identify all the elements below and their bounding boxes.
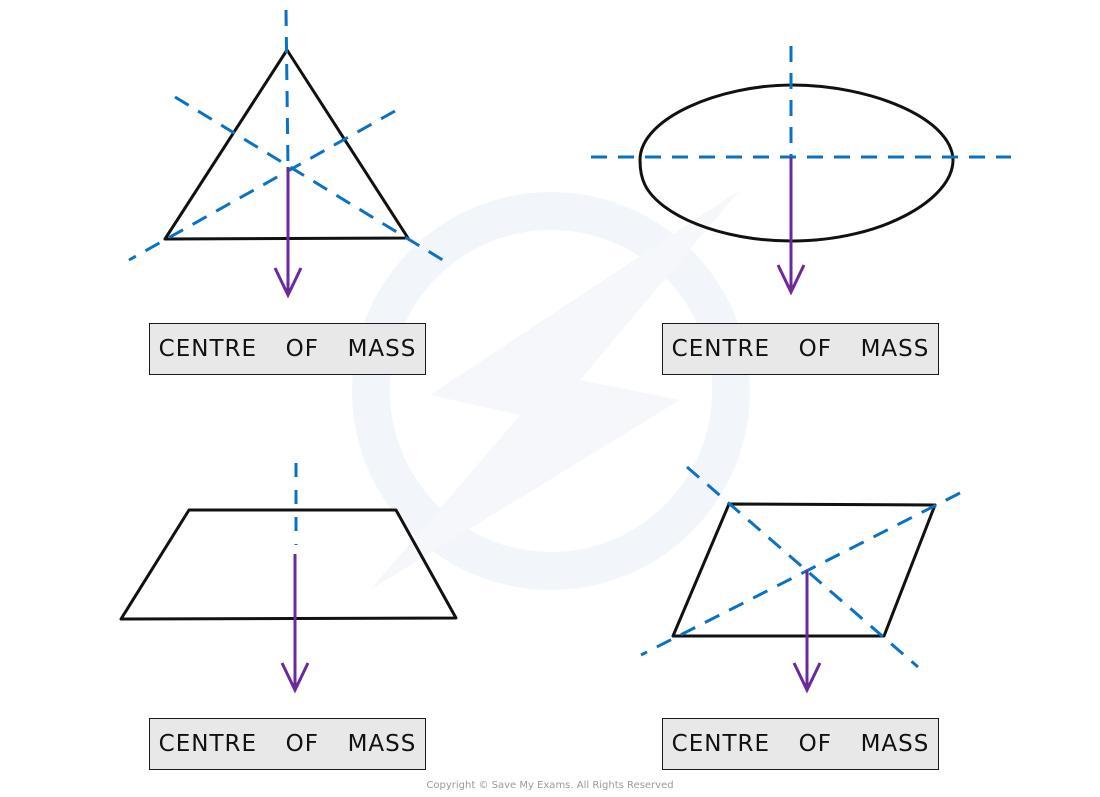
parallelogram-panel [640, 465, 961, 694]
arrow-head-icon [792, 662, 822, 694]
symmetry-line [284, 9, 290, 169]
trapezium-shape [119, 508, 458, 621]
arrow-head-icon [273, 267, 303, 299]
arrow-head-icon [280, 662, 310, 694]
ellipse-panel [591, 46, 1011, 296]
centre-of-mass-label: CENTRE OF MASS [149, 323, 426, 375]
triangle-panel [128, 9, 447, 299]
symmetry-line [128, 109, 396, 262]
arrow-head-icon [776, 264, 806, 296]
centre-of-mass-label: CENTRE OF MASS [662, 323, 939, 375]
copyright-notice: Copyright © Save My Exams. All Rights Re… [426, 780, 674, 791]
symmetry-line [640, 491, 961, 657]
centre-of-mass-label: CENTRE OF MASS [662, 718, 939, 770]
watermark-logo-icon [352, 190, 750, 590]
centre-of-mass-label: CENTRE OF MASS [149, 718, 426, 770]
symmetry-line [686, 465, 919, 669]
ellipse-shape [638, 83, 955, 243]
trapezium-panel [119, 463, 458, 694]
parallelogram-shape [671, 502, 937, 638]
